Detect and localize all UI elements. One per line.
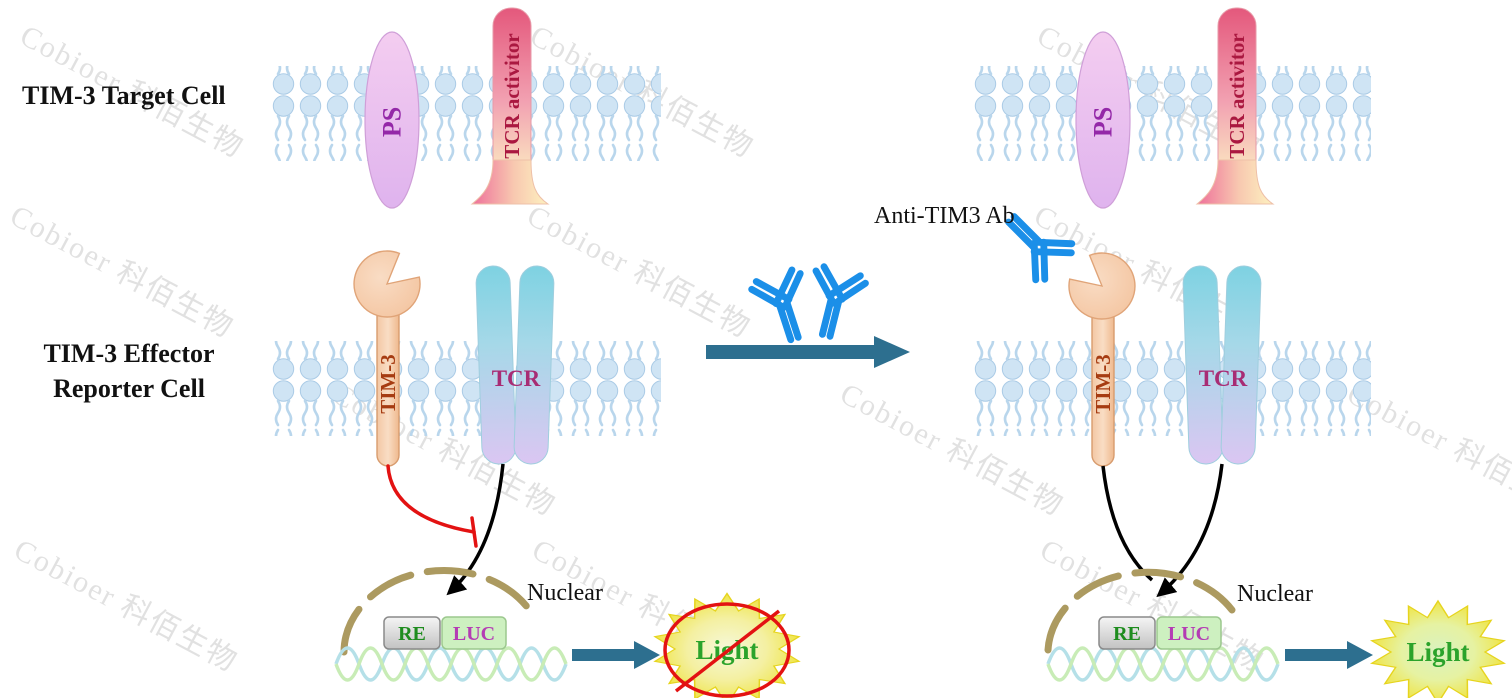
left-tcr-activator-base — [470, 159, 550, 205]
left-tcr-label: TCR — [492, 366, 541, 391]
right-ps-protein — [1075, 31, 1131, 209]
effector-cell-label-line1: TIM-3 Effector — [43, 339, 214, 368]
watermark: Cobioer 科佰生物 — [5, 199, 240, 345]
right-nucleus: Nuclear RE LUC — [1044, 568, 1313, 682]
left-tim3-head — [353, 250, 421, 318]
left-ps-protein — [364, 31, 420, 209]
no-sign-ellipse — [663, 602, 791, 698]
antibody-icon — [750, 268, 819, 347]
no-sign-slash — [674, 609, 781, 693]
right-re-label: RE — [1113, 623, 1141, 645]
right-effector-membrane — [972, 341, 1371, 436]
right-nuclear-label: Nuclear — [1237, 581, 1313, 607]
right-light-label: Light — [1406, 637, 1469, 667]
left-inhibition-line — [386, 464, 476, 534]
right-target-membrane — [972, 66, 1371, 161]
right-tcr-label: TCR — [1199, 366, 1248, 391]
left-signaling — [386, 463, 505, 596]
middle-transition — [706, 265, 910, 368]
right-target-cell: PS TCR activitor — [972, 7, 1371, 209]
left-tim3-label: TIM-3 — [376, 354, 400, 414]
right-tim3-label: TIM-3 — [1091, 354, 1115, 414]
right-luc-label: LUC — [1168, 623, 1210, 645]
left-luc-box — [441, 616, 507, 650]
watermark: Cobioer 科佰生物 — [522, 199, 757, 345]
left-nuclear-label: Nuclear — [527, 580, 603, 606]
right-tim3-head — [1068, 252, 1136, 320]
anti-tim3-ab-label: Anti-TIM3 Ab — [874, 203, 1015, 229]
right-output-arrow — [1285, 641, 1373, 669]
left-nucleus: Nuclear RE LUC — [334, 566, 603, 682]
right-nuclear-membrane-arc — [1044, 568, 1236, 654]
right-luc-box — [1156, 616, 1222, 650]
effector-cell-label-line2: Reporter Cell — [53, 374, 205, 403]
right-tcr-receptor — [1182, 265, 1262, 465]
right-light-burst — [1369, 599, 1507, 698]
right-output: Light — [1285, 599, 1507, 698]
left-effector-cell: TIM-3 TCR — [270, 250, 661, 467]
right-ps-label: PS — [1089, 107, 1118, 137]
right-tcr-chain-b — [1220, 265, 1262, 465]
right-effector-cell: TIM-3 TCR — [972, 201, 1371, 467]
right-burst-star — [1369, 599, 1507, 698]
left-tcr-chain-b — [513, 265, 555, 465]
left-output: Light — [572, 592, 801, 698]
watermark: Cobioer 科佰生物 — [9, 533, 244, 679]
right-signal-arrow-tim3 — [1101, 465, 1154, 582]
right-tcr-chain-a — [1182, 265, 1224, 465]
left-tcr-receptor — [475, 265, 555, 465]
right-tcr-activator-label: TCR activitor — [1225, 33, 1249, 158]
left-signal-arrow — [446, 463, 505, 596]
right-tcr-activator-base — [1195, 159, 1275, 205]
no-light-sign — [663, 602, 791, 698]
left-dna-strand-2 — [334, 646, 568, 682]
left-tcr-activator-label: TCR activitor — [500, 33, 524, 158]
left-re-box — [383, 616, 441, 650]
left-effector-membrane — [270, 341, 661, 436]
left-burst-star — [653, 592, 801, 698]
transition-arrow — [706, 336, 910, 368]
left-nuclear-membrane-arc — [340, 566, 532, 656]
left-output-arrow — [572, 641, 660, 669]
left-light-burst — [653, 592, 801, 698]
left-target-cell: PS TCR activitor — [270, 7, 661, 209]
left-tcr-chain-a — [475, 265, 517, 465]
left-re-label: RE — [398, 623, 426, 645]
target-cell-label: TIM-3 Target Cell — [22, 81, 226, 110]
right-dna-strand-2 — [1046, 646, 1280, 682]
panel-labels: TIM-3 Target Cell TIM-3 Effector Reporte… — [22, 81, 1015, 403]
antibody-icon — [801, 265, 866, 341]
left-target-membrane — [270, 66, 661, 161]
right-signal-arrow-tcr — [1156, 463, 1224, 598]
right-re-box — [1098, 616, 1156, 650]
left-ps-label: PS — [378, 107, 407, 137]
left-inhibition-tee — [470, 516, 478, 548]
left-luc-label: LUC — [453, 623, 495, 645]
